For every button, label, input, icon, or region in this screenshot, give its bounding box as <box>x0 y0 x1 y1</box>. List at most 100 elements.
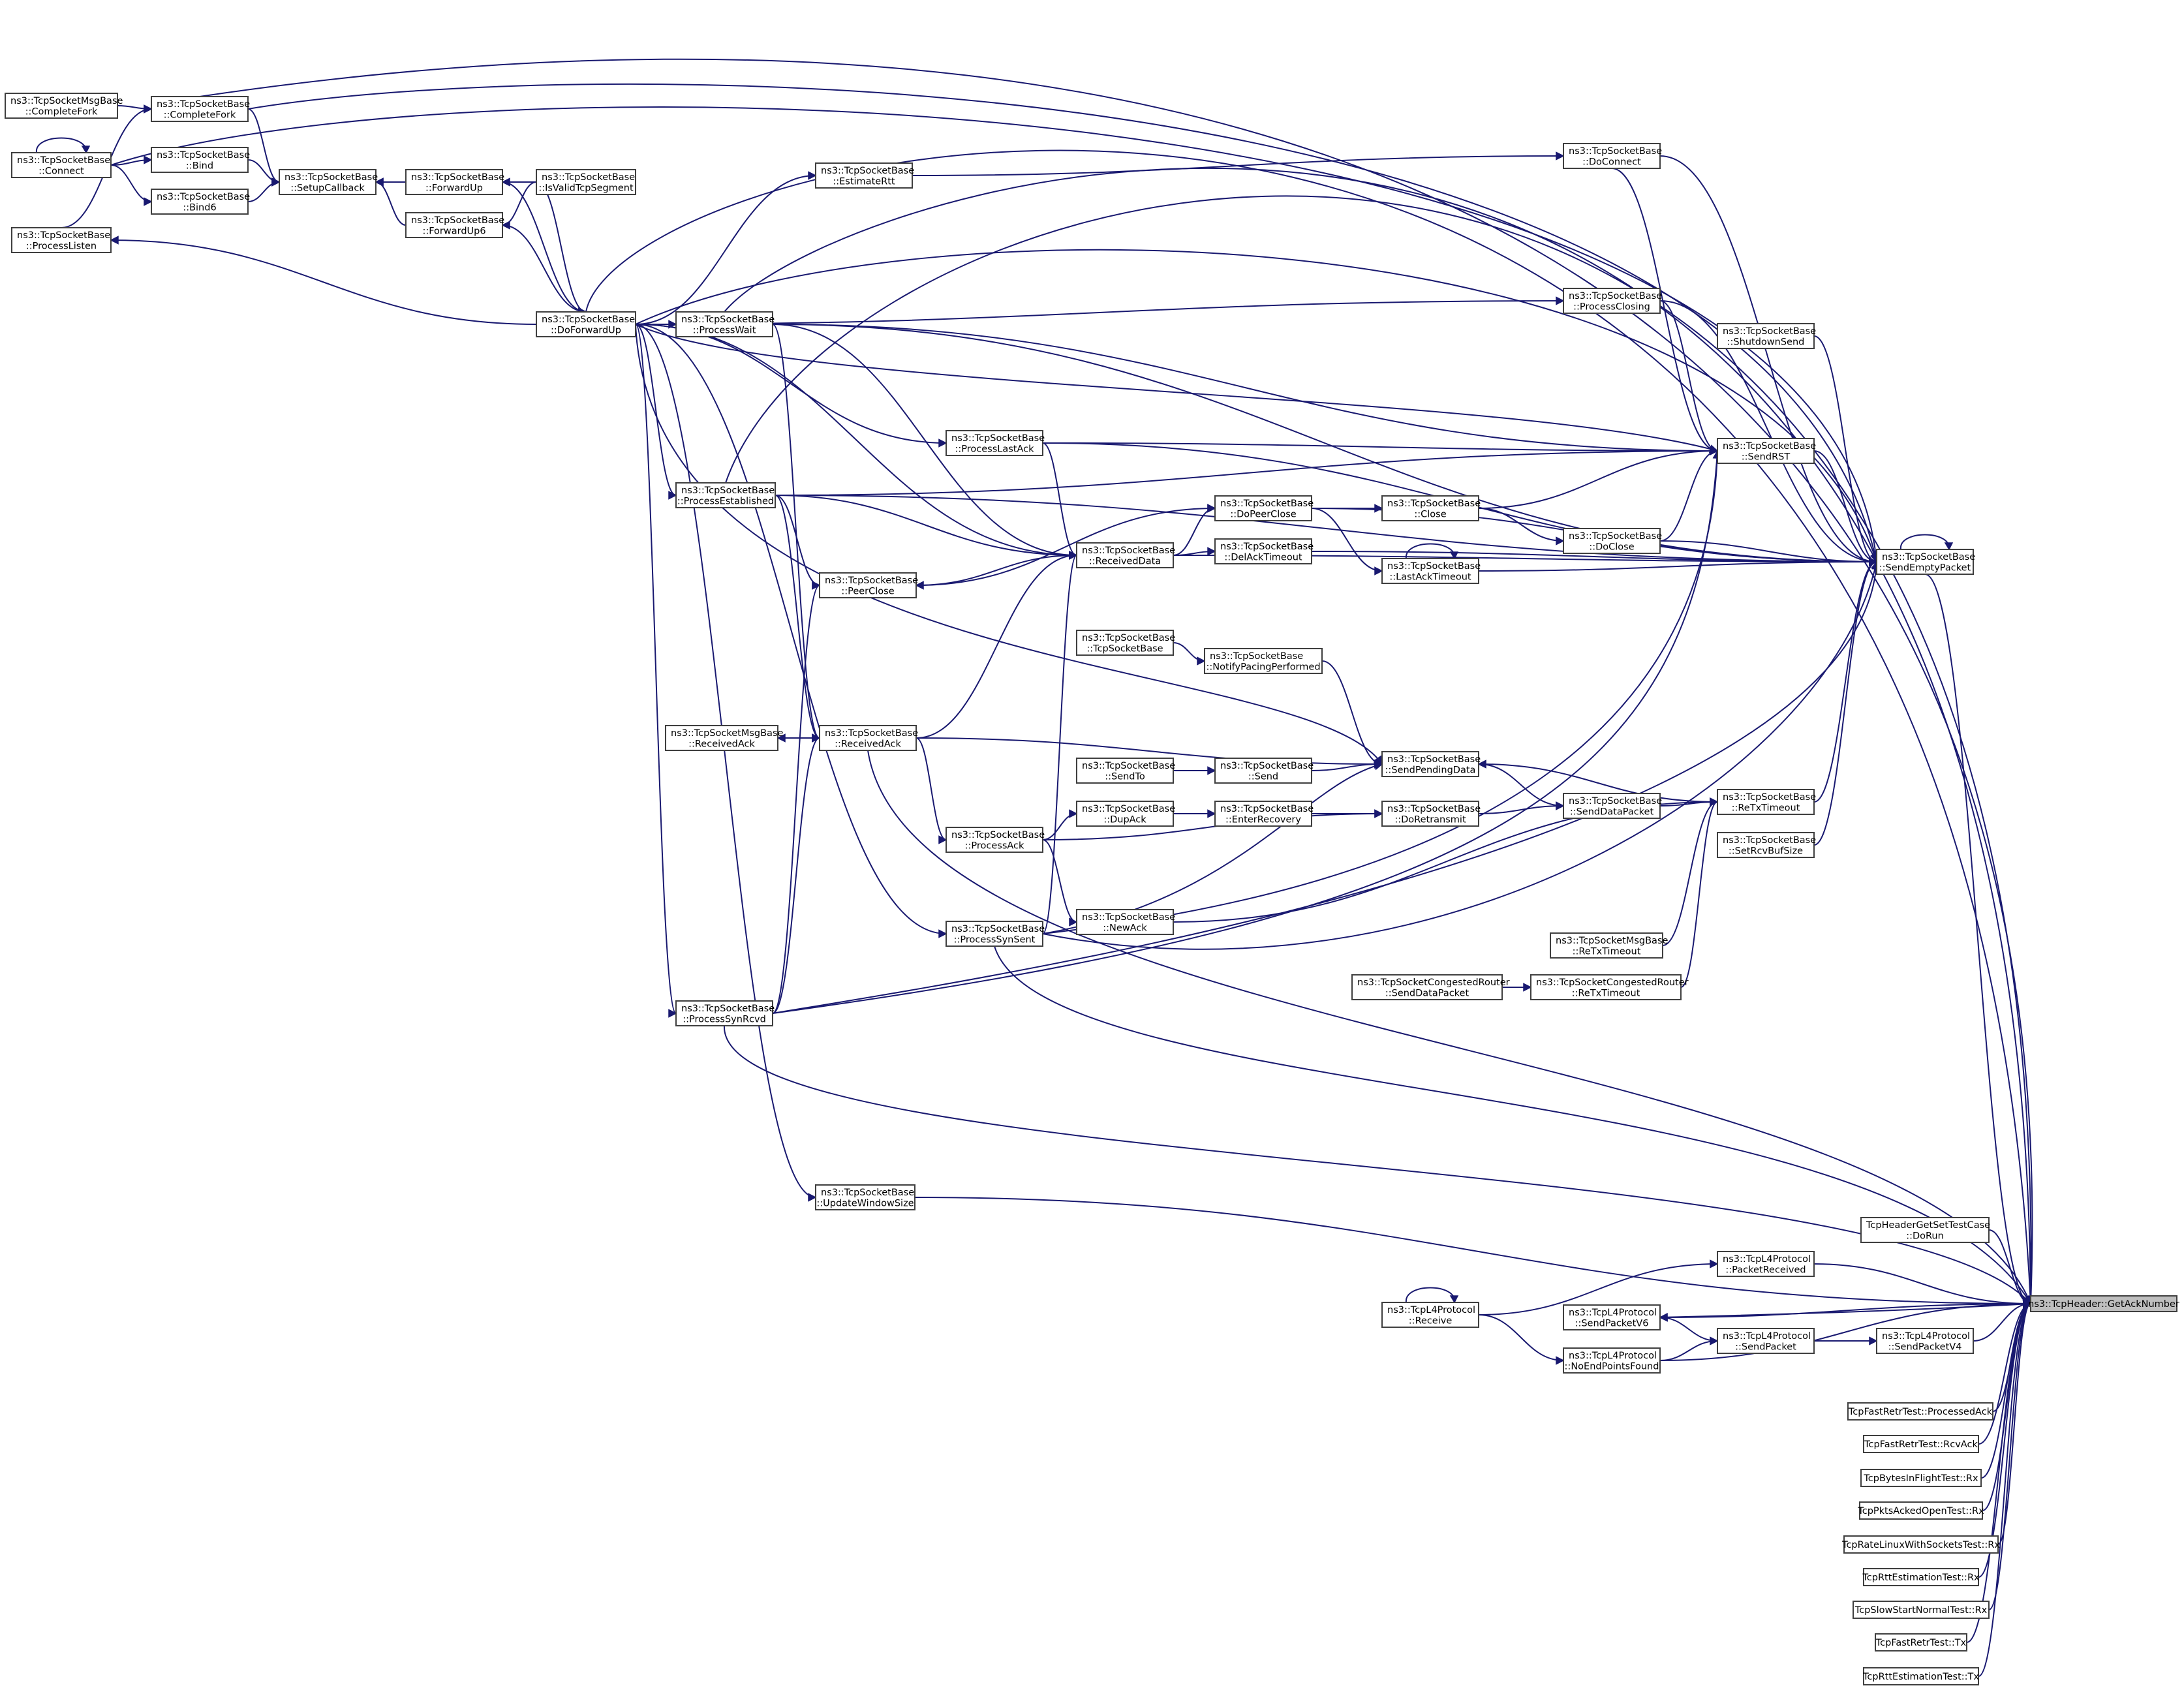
node-processlastack[interactable]: ns3::TcpSocketBase::ProcessLastAck <box>946 430 1045 456</box>
node-fastretr-tx[interactable]: TcpFastRetrTest::Tx <box>1875 1633 1967 1652</box>
node-fastretr-rcvack[interactable]: TcpFastRetrTest::RcvAck <box>1863 1435 1979 1453</box>
edge-arrowhead <box>1373 761 1383 771</box>
node-msgbase-completefork[interactable]: ns3::TcpSocketMsgBase::CompleteFork <box>5 93 123 119</box>
node-doforwardup[interactable]: ns3::TcpSocketBase::DoForwardUp <box>536 311 636 337</box>
node-sendemptypacket[interactable]: ns3::TcpSocketBase::SendEmptyPacket <box>1876 549 1975 575</box>
node-congrouter-senddatapacket[interactable]: ns3::TcpSocketCongestedRouter::SendDataP… <box>1351 974 1510 1000</box>
node-msgbase-receivedack[interactable]: ns3::TcpSocketMsgBase::ReceivedAck <box>665 725 784 751</box>
node-setrcvbufsize[interactable]: ns3::TcpSocketBase::SetRcvBufSize <box>1717 832 1816 858</box>
node-label-line: TcpBytesInFlightTest::Rx <box>1863 1473 1978 1484</box>
node-rttestimation-tx[interactable]: TcpRttEstimationTest::Tx <box>1862 1667 1979 1685</box>
node-newack[interactable]: ns3::TcpSocketBase::NewAck <box>1076 909 1175 935</box>
node-receiveddata[interactable]: ns3::TcpSocketBase::ReceivedData <box>1076 542 1175 568</box>
node-lastacktimeout[interactable]: ns3::TcpSocketBase::LastAckTimeout <box>1381 558 1481 584</box>
call-edge-l4_noendpointsfound-to-l4_sendpacket <box>1659 1336 1719 1361</box>
node-box <box>1863 1568 1979 1586</box>
node-processwait[interactable]: ns3::TcpSocketBase::ProcessWait <box>675 311 775 337</box>
node-completefork[interactable]: ns3::TcpSocketBase::CompleteFork <box>151 96 250 122</box>
node-dupack[interactable]: ns3::TcpSocketBase::DupAck <box>1076 801 1175 827</box>
edge-line <box>1321 660 1383 765</box>
node-msgbase-retxtimeout[interactable]: ns3::TcpSocketMsgBase::ReTxTimeout <box>1550 932 1669 959</box>
node-doretransmit[interactable]: ns3::TcpSocketBase::DoRetransmit <box>1381 801 1481 827</box>
edge-arrowhead <box>1207 547 1216 556</box>
node-fastretr-processedack[interactable]: TcpFastRetrTest::ProcessedAck <box>1847 1402 1993 1421</box>
node-processestablished[interactable]: ns3::TcpSocketBase::ProcessEstablished <box>675 482 776 508</box>
call-edge-processestablished-to-peerclose <box>775 495 821 590</box>
node-notifypacingperformed[interactable]: ns3::TcpSocketBase::NotifyPacingPerforme… <box>1204 648 1323 674</box>
node-bytesinflight-rx[interactable]: TcpBytesInFlightTest::Rx <box>1860 1469 1982 1487</box>
node-ratelinux-rx[interactable]: TcpRateLinuxWithSocketsTest::Rx <box>1841 1535 2000 1554</box>
node-rttestimation-rx[interactable]: TcpRttEstimationTest::Rx <box>1862 1568 1980 1586</box>
node-dopeerclose[interactable]: ns3::TcpSocketBase::DoPeerClose <box>1214 495 1314 521</box>
edge-line <box>635 249 1877 562</box>
node-label-line: ns3::TcpSocketBase <box>1387 499 1481 509</box>
node-delacktimeout[interactable]: ns3::TcpSocketBase::DelAckTimeout <box>1214 538 1314 564</box>
call-edge-l4_noendpointsfound-to-getacknumber <box>1659 1299 2032 1361</box>
node-slowstart-rx[interactable]: TcpSlowStartNormalTest::Rx <box>1853 1601 1990 1619</box>
node-label-line: ns3::TcpSocketBase <box>825 728 918 739</box>
node-label-line: ns3::TcpSocketBase <box>1723 792 1816 803</box>
node-doclose[interactable]: ns3::TcpSocketBase::DoClose <box>1563 528 1662 554</box>
node-peerclose[interactable]: ns3::TcpSocketBase::PeerClose <box>819 572 918 598</box>
node-label-line: ::TcpSocketBase <box>1086 643 1163 654</box>
node-tcpsocketbase[interactable]: ns3::TcpSocketBase::TcpSocketBase <box>1076 630 1175 656</box>
node-box <box>815 162 913 189</box>
node-box <box>1563 288 1661 314</box>
edge-line <box>915 737 947 840</box>
node-receivedack[interactable]: ns3::TcpSocketBase::ReceivedAck <box>819 725 918 751</box>
node-label-line: ns3::TcpSocketBase <box>681 315 775 325</box>
node-processack[interactable]: ns3::TcpSocketBase::ProcessAck <box>946 827 1045 853</box>
edge-arrowhead <box>915 581 924 590</box>
edge-arrowhead <box>1207 504 1216 513</box>
node-bind[interactable]: ns3::TcpSocketBase::Bind <box>151 147 250 173</box>
node-l4-receive[interactable]: ns3::TcpL4Protocol::Receive <box>1381 1302 1479 1328</box>
node-isvalidtcpsegment[interactable]: ns3::TcpSocketBase::IsValidTcpSegment <box>536 169 636 195</box>
node-box <box>151 147 249 173</box>
node-box <box>1876 549 1974 575</box>
node-doconnect[interactable]: ns3::TcpSocketBase::DoConnect <box>1563 143 1662 169</box>
edge-line <box>585 149 2031 1304</box>
node-box <box>675 311 773 337</box>
edge-arrowhead <box>668 1009 677 1018</box>
node-sendrst[interactable]: ns3::TcpSocketBase::SendRST <box>1717 438 1816 464</box>
node-estimatertt[interactable]: ns3::TcpSocketBase::EstimateRtt <box>815 162 914 189</box>
node-label-line: ns3::TcpSocketMsgBase <box>671 728 784 739</box>
node-forwardup[interactable]: ns3::TcpSocketBase::ForwardUp <box>405 169 504 195</box>
node-connect[interactable]: ns3::TcpSocketBase::Connect <box>11 152 112 178</box>
node-l4-sendpacketv4[interactable]: ns3::TcpL4Protocol::SendPacketV4 <box>1876 1328 1974 1354</box>
node-updatewindowsize[interactable]: ns3::TcpSocketBase::UpdateWindowSize <box>815 1184 915 1210</box>
node-close[interactable]: ns3::TcpSocketBase::Close <box>1381 495 1481 521</box>
node-l4-sendpacketv6[interactable]: ns3::TcpL4Protocol::SendPacketV6 <box>1563 1304 1661 1330</box>
node-congrouter-retxtimeout[interactable]: ns3::TcpSocketCongestedRouter::ReTxTimeo… <box>1530 974 1689 1000</box>
node-processsynsent[interactable]: ns3::TcpSocketBase::ProcessSynSent <box>946 921 1045 947</box>
node-label-line: ::ForwardUp6 <box>422 226 485 236</box>
call-edge-processwait-to-sendrst <box>772 324 1719 455</box>
call-edge-receiveddata-to-peerclose <box>915 555 1077 590</box>
node-shutdownsend[interactable]: ns3::TcpSocketBase::ShutdownSend <box>1717 323 1816 349</box>
node-sendpendingdata[interactable]: ns3::TcpSocketBase::SendPendingData <box>1381 751 1481 777</box>
node-l4-packetreceived[interactable]: ns3::TcpL4Protocol::PacketReceived <box>1717 1251 1815 1277</box>
node-getacknumber[interactable]: ns3::TcpHeader::GetAckNumber <box>2028 1295 2179 1312</box>
node-processsynrcvd[interactable]: ns3::TcpSocketBase::ProcessSynRcvd <box>675 1000 775 1026</box>
edge-arrowhead <box>1374 566 1383 576</box>
node-l4-noendpointsfound[interactable]: ns3::TcpL4Protocol::NoEndPointsFound <box>1563 1347 1661 1374</box>
node-box <box>1847 1402 1993 1421</box>
node-label-line: ns3::TcpSocketBase <box>1569 291 1662 301</box>
node-setupcallback[interactable]: ns3::TcpSocketBase::SetupCallback <box>279 169 378 195</box>
node-sendto[interactable]: ns3::TcpSocketBase::SendTo <box>1076 758 1175 784</box>
call-edge-estimatertt-to-doconnect <box>912 151 1565 176</box>
node-hdr-getset-dorun[interactable]: TcpHeaderGetSetTestCase::DoRun <box>1860 1217 1990 1243</box>
node-send[interactable]: ns3::TcpSocketBase::Send <box>1214 758 1314 784</box>
node-retxtimeout[interactable]: ns3::TcpSocketBase::ReTxTimeout <box>1717 789 1816 815</box>
node-l4-sendpacket[interactable]: ns3::TcpL4Protocol::SendPacket <box>1717 1328 1815 1354</box>
node-pktsackedopen-rx[interactable]: TcpPktsAckedOpenTest::Rx <box>1857 1501 1984 1520</box>
node-bind6[interactable]: ns3::TcpSocketBase::Bind6 <box>151 189 250 215</box>
node-enterrecovery[interactable]: ns3::TcpSocketBase::EnterRecovery <box>1214 801 1314 827</box>
node-processclosing[interactable]: ns3::TcpSocketBase::ProcessClosing <box>1563 288 1662 314</box>
node-senddatapacket[interactable]: ns3::TcpSocketBase::SendDataPacket <box>1563 793 1662 819</box>
node-forwardup6[interactable]: ns3::TcpSocketBase::ForwardUp6 <box>405 212 504 238</box>
node-processlisten[interactable]: ns3::TcpSocketBase::ProcessListen <box>11 227 112 253</box>
node-label-line: ns3::TcpSocketBase <box>1082 633 1175 643</box>
edge-line <box>1659 1303 2031 1318</box>
call-edge-send-to-sendpendingdata <box>1311 760 1383 771</box>
